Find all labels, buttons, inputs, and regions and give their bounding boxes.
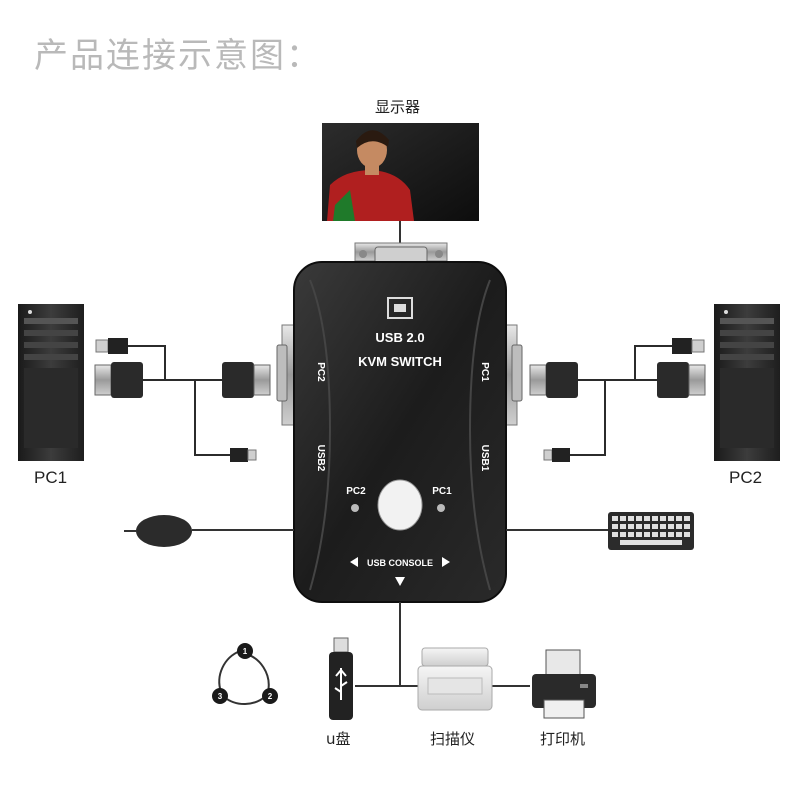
port-label-pc1: PC1: [479, 362, 490, 382]
pc2-label: PC2: [729, 468, 763, 487]
port-label-usb2: USB2: [315, 445, 326, 472]
usb-drive-label: u盘: [326, 730, 351, 748]
printer-icon: [532, 649, 596, 719]
cycle-step-2-dot: [262, 688, 278, 704]
pc2-tower-icon: [714, 304, 780, 461]
port-label-pc2: PC2: [315, 362, 326, 382]
vga-cable-right-b-icon: [657, 362, 706, 398]
mouse-icon: [124, 515, 192, 547]
device-label-line2: KVM SWITCH: [358, 354, 442, 369]
monitor-icon: [322, 123, 479, 221]
usb-drive-icon: [329, 637, 353, 720]
vga-cable-left-a-icon: [94, 362, 143, 398]
cycle-step-1: 1: [243, 647, 248, 656]
usb-plug-left-icon: [95, 338, 128, 354]
usb-plug-right-b-icon: [543, 448, 570, 462]
vga-cable-right-a-icon: [529, 362, 578, 398]
console-label: USB CONSOLE: [367, 558, 433, 568]
device-label-line1: USB 2.0: [375, 330, 424, 345]
vga-cable-left-b-icon: [222, 362, 271, 398]
usb-plug-right-icon: [672, 338, 705, 354]
scanner-label: 扫描仪: [430, 730, 476, 748]
cycle-step-1-dot: [237, 643, 253, 659]
pc1-label: PC1: [34, 468, 68, 487]
led-label-pc1: PC1: [432, 486, 452, 497]
kvm-switch-box: [293, 261, 507, 603]
printer-label: 打印机: [540, 730, 586, 748]
led-label-pc2: PC2: [346, 486, 366, 497]
cycle-step-3-dot: [212, 688, 228, 704]
pc2-cables: [570, 345, 672, 456]
pc1-tower-icon: [18, 304, 84, 461]
page-title: 产品连接示意图：: [34, 36, 322, 76]
keyboard-icon: [608, 512, 694, 550]
pc1-cables: [128, 345, 230, 456]
scanner-icon: [417, 647, 493, 711]
cycle-step-3: 3: [218, 692, 223, 701]
usb-plug-left-b-icon: [230, 448, 257, 462]
monitor-label: 显示器: [375, 98, 421, 116]
cycle-step-2: 2: [268, 692, 273, 701]
port-label-usb1: USB1: [479, 445, 490, 472]
